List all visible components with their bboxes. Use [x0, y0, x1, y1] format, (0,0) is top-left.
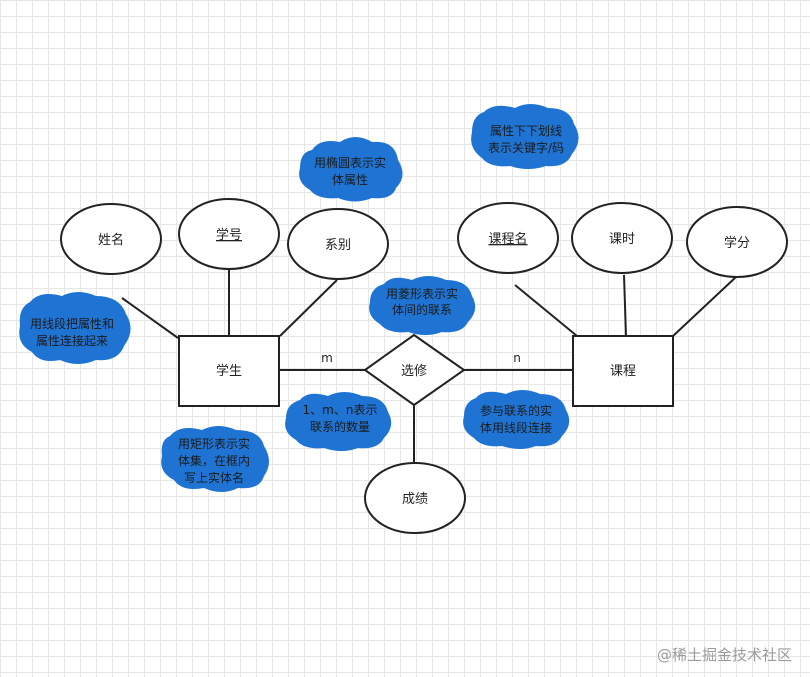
entity-course-label: 课程 [610, 364, 636, 379]
attr-hours: 课时 [571, 202, 673, 274]
entity-student-label: 学生 [216, 363, 242, 379]
note-diamond-line-2: 体间的联系 [392, 302, 452, 317]
note-participate-line-2: 体用线段连接 [480, 420, 552, 435]
note-rectangle: 用矩形表示实 体集，在框内 写上实体名 [161, 426, 269, 492]
note-participate-line-1: 参与联系的实 [480, 403, 552, 418]
cardinality-m: m [321, 351, 333, 365]
note-rectangle-line-2: 体集，在框内 [178, 453, 250, 468]
line-hours-course [623, 274, 627, 337]
note-rectangle-line-3: 写上实体名 [184, 470, 244, 485]
attr-grade: 成绩 [364, 462, 466, 534]
note-cardinality: 1、m、n表示 联系的数量 [285, 392, 392, 451]
note-diamond-line-1: 用菱形表示实 [386, 286, 458, 301]
attr-course-name-label: 课程名 [488, 231, 527, 247]
note-ellipse-line-1: 用椭圆表示实 [314, 155, 386, 170]
attr-department-label: 系别 [325, 238, 351, 253]
note-diamond: 用菱形表示实 体间的联系 [369, 276, 476, 335]
line-coursename-course [514, 284, 578, 337]
attr-hours-label: 课时 [609, 232, 635, 247]
note-participate: 参与联系的实 体用线段连接 [463, 390, 570, 449]
attr-name: 姓名 [60, 203, 162, 275]
note-ellipse-line-2: 体属性 [332, 173, 368, 187]
attr-department: 系别 [287, 208, 389, 280]
note-line-line-1: 用线段把属性和 [30, 316, 114, 331]
cardinality-n: n [513, 351, 521, 365]
line-name-student [121, 297, 179, 339]
note-line: 用线段把属性和 属性连接起来 [19, 292, 131, 364]
note-cardinality-line-1: 1、m、n表示 [303, 403, 378, 417]
note-rectangle-line-1: 用矩形表示实 [178, 436, 250, 451]
relationship-label: 选修 [401, 364, 427, 379]
note-line-line-2: 属性连接起来 [36, 333, 108, 348]
line-dept-student [279, 279, 338, 337]
attr-credits: 学分 [686, 206, 788, 278]
relationship-enroll: 选修 [363, 333, 466, 407]
watermark: @稀土掘金技术社区 [656, 646, 792, 664]
attr-credits-label: 学分 [724, 235, 750, 251]
attr-grade-label: 成绩 [402, 492, 428, 507]
note-underline-line-1: 属性下下划线 [490, 124, 562, 138]
line-credits-course [672, 276, 737, 337]
attr-student-id-label: 学号 [216, 227, 242, 243]
attr-name-label: 姓名 [98, 232, 124, 248]
entity-student: 学生 [178, 335, 280, 407]
connectors [121, 268, 737, 463]
attr-course-name: 课程名 [457, 202, 559, 274]
entity-course: 课程 [572, 335, 674, 407]
note-underline: 属性下下划线 表示关键字/码 [471, 104, 579, 169]
attr-student-id: 学号 [178, 198, 280, 270]
note-underline-line-2: 表示关键字/码 [488, 140, 564, 155]
note-ellipse: 用椭圆表示实 体属性 [299, 137, 403, 202]
note-cardinality-line-2: 联系的数量 [310, 419, 370, 434]
